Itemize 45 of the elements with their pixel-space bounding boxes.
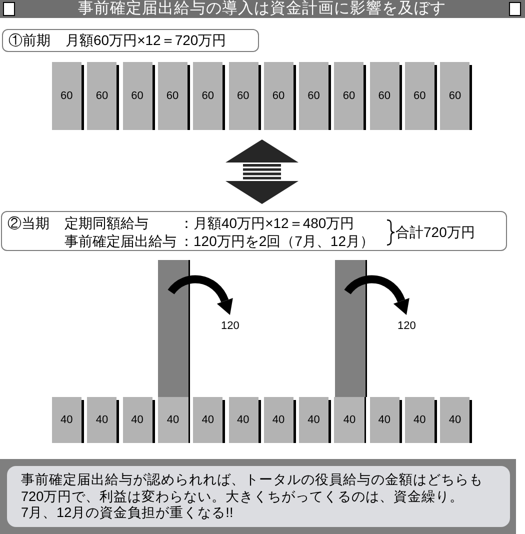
item-value: ：120万円を2回（7月、12月） xyxy=(180,232,374,248)
bar: 40 xyxy=(52,397,84,443)
bar: 60 xyxy=(193,62,226,130)
formula-text: 月額60万円×12＝720万円 xyxy=(66,32,226,48)
bar: 60 xyxy=(122,62,155,130)
bar: 60 xyxy=(299,62,332,130)
bar: 60 xyxy=(405,62,437,130)
bar: 60 xyxy=(334,62,366,130)
bar: 40 xyxy=(228,397,260,443)
note-text: 事前確定届出給与が認められれば、トータルの役員給与の金額はどちらも720万円で、利益は変わらない。大きくちがってくるのは、資金繰り。 xyxy=(21,472,484,505)
bar: 60 xyxy=(264,62,296,130)
bar: 40 xyxy=(158,397,190,443)
bar: 40 xyxy=(193,397,226,443)
bar: 40 xyxy=(264,397,296,443)
period-label: ①前期 xyxy=(8,32,50,48)
note-panel xyxy=(0,459,516,534)
title: 事前確定届出給与の導入は資金計画に影響を及ぼす xyxy=(78,0,446,18)
bar: 60 xyxy=(158,62,190,130)
value-label: 120 xyxy=(398,320,416,333)
bar: 60 xyxy=(52,62,84,130)
bar: 40 xyxy=(299,397,332,443)
item-label: 定期同額給与 xyxy=(64,215,148,231)
double-arrow xyxy=(226,140,298,204)
bar: 60 xyxy=(370,62,402,130)
bar: 40 xyxy=(440,397,472,443)
bar: 40 xyxy=(370,397,402,443)
period-label: ②当期 xyxy=(8,215,50,231)
item-label: 事前確定届出給与 xyxy=(64,232,176,248)
item-value: ：月額40万円×12＝480万円 xyxy=(180,215,354,231)
period-box xyxy=(1,211,507,251)
period-box xyxy=(2,29,259,52)
bar: 60 xyxy=(228,62,260,130)
bar xyxy=(334,260,366,397)
curved-arrow xyxy=(344,275,410,315)
note-text: 7月、12月の資金負担が重くなる!! xyxy=(21,505,234,522)
curved-arrow xyxy=(168,275,233,315)
bar: 60 xyxy=(87,62,120,130)
bar: 40 xyxy=(405,397,437,443)
bar: 40 xyxy=(122,397,155,443)
bar: 60 xyxy=(440,62,472,130)
total-text: 合計720万円 xyxy=(396,224,475,240)
value-label: 120 xyxy=(221,320,240,333)
bar: 40 xyxy=(334,397,366,443)
bar xyxy=(158,260,190,397)
bar: 40 xyxy=(87,397,120,443)
